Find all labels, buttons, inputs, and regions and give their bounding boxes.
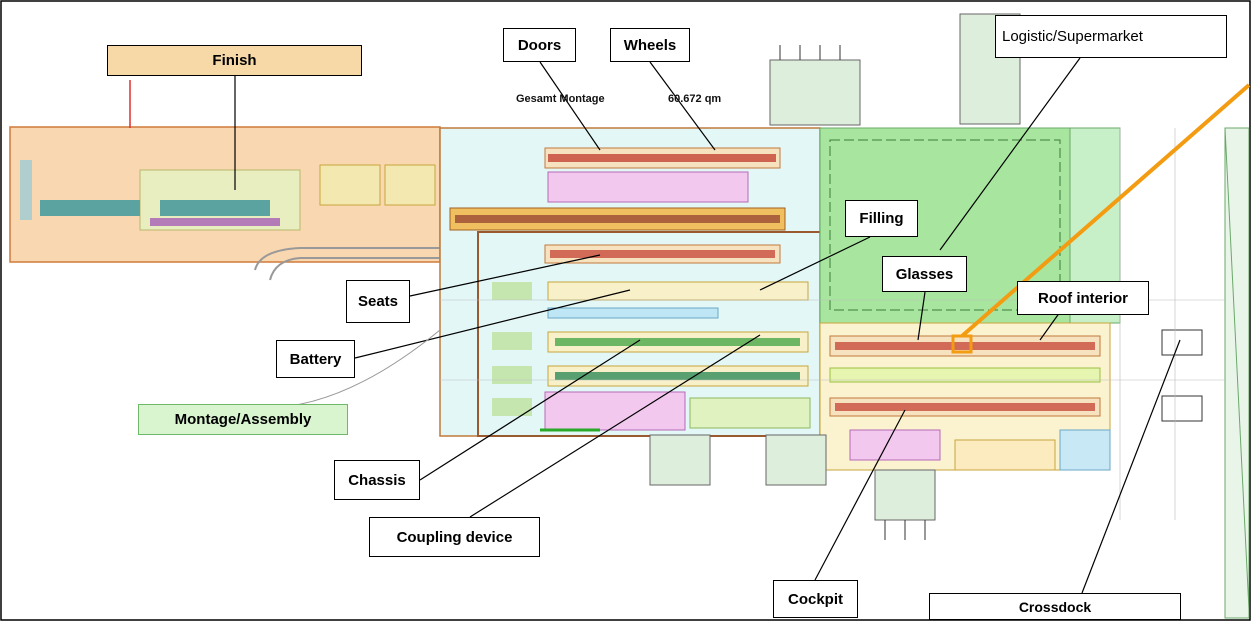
leader-cockpit <box>814 409 906 581</box>
label-roof-interior: Roof interior <box>1017 281 1149 315</box>
label-glasses: Glasses <box>882 256 967 292</box>
leader-chassis <box>419 339 641 481</box>
leader-logistic <box>939 57 1081 251</box>
label-finish: Finish <box>107 45 362 76</box>
area-text: 60.672 qm <box>668 93 722 105</box>
label-doors: Doors <box>503 28 576 62</box>
assembly-area <box>439 127 824 437</box>
finish-area <box>9 80 441 281</box>
leader-crossdock <box>1081 339 1181 594</box>
pointer-line <box>960 83 1251 338</box>
label-cockpit: Cockpit <box>773 580 858 618</box>
label-battery: Battery <box>276 340 355 378</box>
label-filling: Filling <box>845 200 918 237</box>
leader-wheels <box>649 61 716 151</box>
column-grid <box>440 128 1225 520</box>
dock-block-top <box>769 13 1021 126</box>
leader-doors <box>539 61 601 151</box>
leader-roof <box>1039 311 1061 341</box>
label-chassis: Chassis <box>334 460 420 500</box>
leader-lines <box>234 57 1181 594</box>
gesamt-montage-text: Gesamt Montage <box>516 93 605 105</box>
leader-filling <box>759 236 871 291</box>
label-wheels: Wheels <box>610 28 690 62</box>
label-logistic: Logistic/Supermarket <box>995 15 1227 58</box>
label-montage-assembly: Montage/Assembly <box>138 404 348 435</box>
dock-block-bottom <box>649 434 936 540</box>
leader-seats <box>409 254 601 297</box>
leader-glasses <box>917 291 926 341</box>
label-seats: Seats <box>346 280 410 323</box>
logistic-area <box>819 127 1250 619</box>
label-crossdock: Crossdock <box>929 593 1181 620</box>
leader-battery <box>354 289 631 359</box>
label-coupling-device: Coupling device <box>369 517 540 557</box>
leader-coupling <box>469 334 761 518</box>
